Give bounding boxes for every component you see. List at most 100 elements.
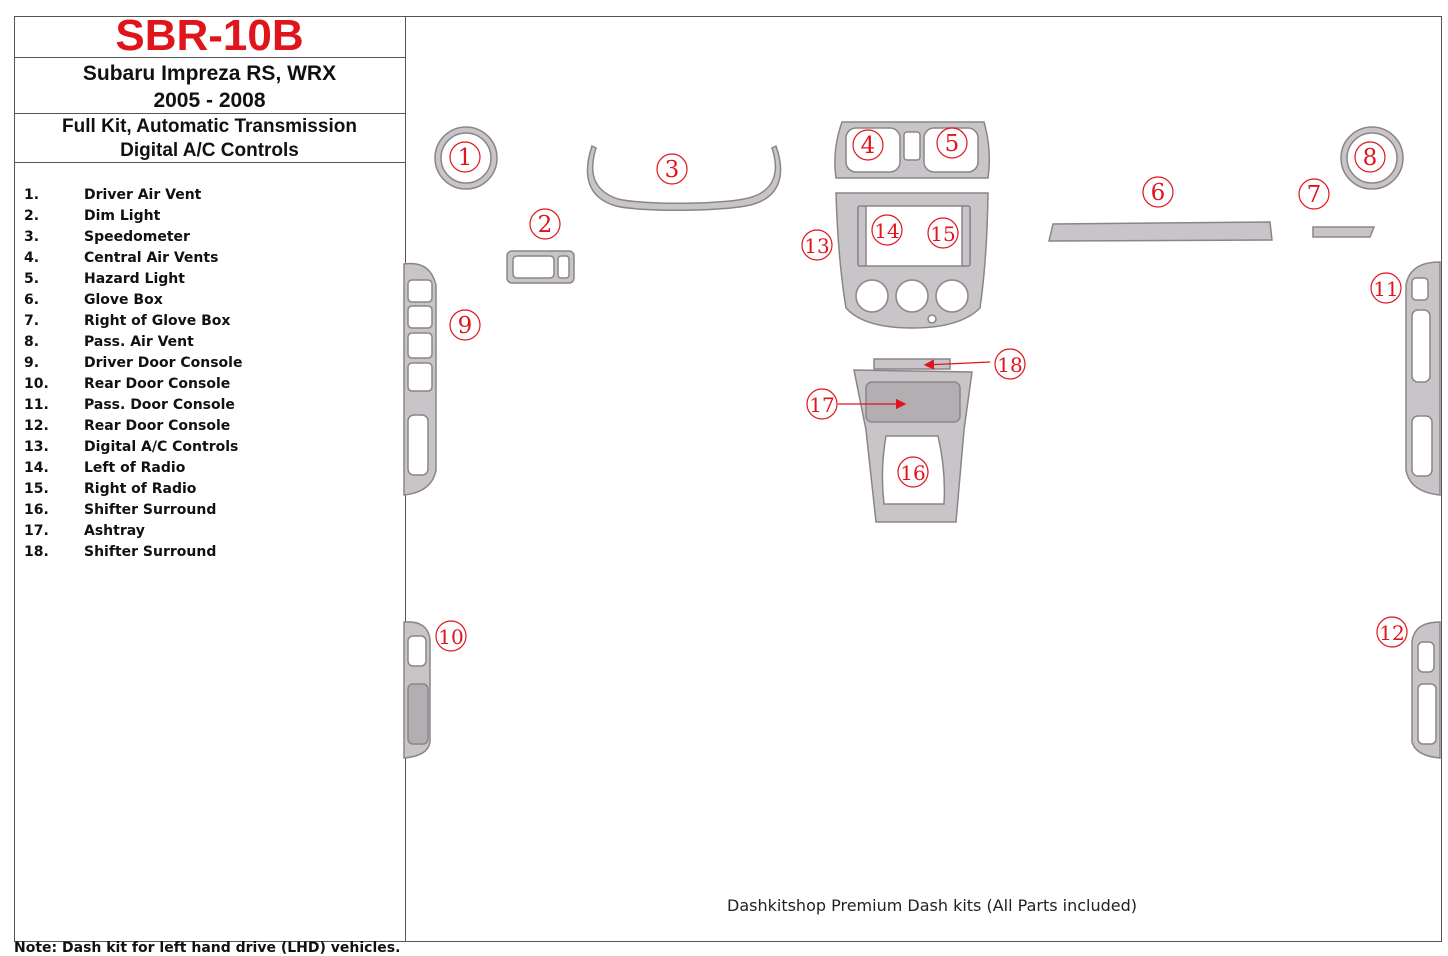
part-pass-door-hole — [1411, 415, 1433, 477]
parts-list-item: 18. Shifter Surround — [24, 542, 242, 563]
part-number: 15. — [24, 481, 49, 497]
parts-list-item: 12. Rear Door Console — [24, 416, 242, 437]
parts-list-item: 14.Left of Radio — [24, 458, 242, 479]
parts-list-item: 9.Driver Door Console — [24, 353, 242, 374]
callout-number: 12 — [1379, 621, 1404, 645]
part-name: Ashtray — [84, 523, 145, 539]
callout-circle — [897, 456, 929, 488]
parts-list-item: 1. Driver Air Vent — [24, 185, 242, 206]
part-number: 13. — [24, 439, 49, 455]
callout-number: 13 — [804, 234, 829, 258]
callout-circle — [449, 141, 481, 173]
callout-number: 1 — [458, 145, 473, 171]
part-pass-door-hole — [1411, 309, 1431, 383]
part-number: 16. — [24, 502, 49, 518]
part-number: 6. — [24, 292, 40, 308]
parts-list-item: 6. Glove Box — [24, 290, 242, 311]
part-number: 2. — [24, 208, 40, 224]
part-number: 5. — [24, 271, 40, 287]
kit-code: SBR-10B — [115, 11, 304, 60]
part-glove-box — [1048, 221, 1273, 242]
header-code-box: SBR-10B — [14, 11, 405, 60]
parts-list-item: 7.Right of Glove Box — [24, 311, 242, 332]
part-name: Glove Box — [84, 292, 163, 308]
callout-circle — [1354, 141, 1386, 173]
parts-list-item: 2. Dim Light — [24, 206, 242, 227]
part-left-of-radio — [857, 205, 867, 267]
callout-circle — [806, 388, 838, 420]
callout-circle — [435, 620, 467, 652]
part-name: Driver Air Vent — [84, 187, 202, 203]
part-number: 11. — [24, 397, 49, 413]
part-rear-door-hole — [1417, 683, 1437, 745]
parts-list-item: 15. Right of Radio — [24, 479, 242, 500]
part-ac-button-hole — [927, 314, 937, 324]
footer-note: Note: Dash kit for left hand drive (LHD)… — [14, 940, 401, 956]
parts-list-item: 16. Shifter Surround — [24, 500, 242, 521]
part-driver-door-hole — [407, 332, 433, 359]
header-model-box: Subaru Impreza RS, WRX 2005 - 2008 — [14, 58, 405, 114]
kit-type: Full Kit, Automatic Transmission — [62, 116, 357, 137]
part-name: Right of Radio — [84, 481, 197, 497]
callout-number: 15 — [930, 222, 955, 246]
callout-number: 8 — [1363, 145, 1378, 171]
part-number: 12. — [24, 418, 49, 434]
part-driver-door-hole — [407, 414, 429, 476]
part-driver-door-hole — [407, 305, 433, 329]
part-driver-door-hole — [407, 362, 433, 392]
part-number: 1. — [24, 187, 40, 203]
callout-number: 11 — [1373, 277, 1398, 301]
part-hazard-light-hole — [903, 131, 921, 161]
part-right-of-radio — [961, 205, 971, 267]
callout-circle — [529, 208, 561, 240]
part-ac-knob-hole — [935, 279, 969, 313]
callout-circle — [936, 127, 968, 159]
part-name: Left of Radio — [84, 460, 186, 476]
callout-number: 9 — [458, 313, 473, 339]
footer-caption: Dashkitshop Premium Dash kits (All Parts… — [727, 896, 1138, 915]
callout-circle — [801, 229, 833, 261]
parts-list-item: 5. Hazard Light — [24, 269, 242, 290]
part-name: Right of Glove Box — [84, 313, 231, 329]
parts-list-item: 10. Rear Door Console — [24, 374, 242, 395]
part-number: 9. — [24, 355, 40, 371]
part-name: Rear Door Console — [84, 418, 231, 434]
callout-number: 17 — [809, 393, 834, 417]
callout-number: 5 — [945, 131, 960, 157]
part-name: Digital A/C Controls — [84, 439, 239, 455]
part-name: Pass. Door Console — [84, 397, 235, 413]
header-kit-box: Full Kit, Automatic Transmission Digital… — [14, 114, 405, 163]
part-ac-knob-hole — [895, 279, 929, 313]
parts-list-item: 17.Ashtray — [24, 521, 242, 542]
part-name: Shifter Surround — [84, 502, 217, 518]
callout-circle — [871, 214, 903, 246]
callout-circle — [1298, 178, 1330, 210]
part-name: Shifter Surround — [84, 544, 217, 560]
model-years: 2005 - 2008 — [153, 89, 266, 112]
callout-number: 7 — [1307, 182, 1322, 208]
part-name: Rear Door Console — [84, 376, 231, 392]
callout-number: 3 — [665, 157, 680, 183]
callout-circle — [852, 129, 884, 161]
part-dim-light-hole — [557, 255, 570, 279]
callout-circle — [1142, 176, 1174, 208]
callout-circle — [994, 348, 1026, 380]
part-rear-door-hole — [407, 635, 427, 667]
part-number: 18. — [24, 544, 49, 560]
part-pass-door-hole — [1411, 277, 1429, 301]
part-speedometer — [586, 144, 782, 211]
callout-number: 6 — [1151, 180, 1166, 206]
part-name: Hazard Light — [84, 271, 185, 287]
callout-number: 18 — [997, 353, 1022, 377]
part-name: Central Air Vents — [84, 250, 219, 266]
callout-number: 16 — [900, 461, 925, 485]
part-name: Dim Light — [84, 208, 161, 224]
part-number: 10. — [24, 376, 49, 392]
callout-number: 4 — [861, 133, 876, 159]
part-dim-light-hole — [512, 255, 555, 279]
part-name: Pass. Air Vent — [84, 334, 194, 350]
part-rear-door-insert — [407, 683, 429, 745]
callout-circle — [927, 217, 959, 249]
